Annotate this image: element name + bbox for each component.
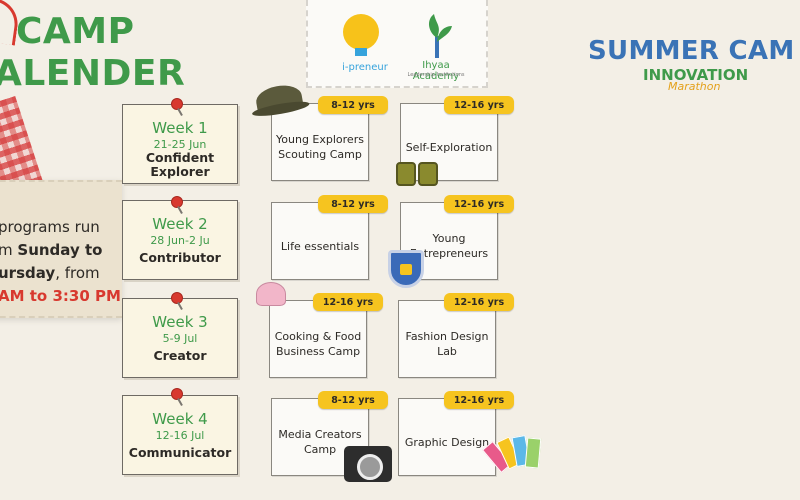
program-card: Life essentials <box>271 202 369 280</box>
chef-hat-icon <box>256 282 286 306</box>
program-card: Cooking & Food Business Camp <box>269 300 367 378</box>
age-badge: 8-12 yrs <box>318 391 388 409</box>
program-card: Fashion Design Lab <box>398 300 496 378</box>
program-title: Fashion Design Lab <box>405 330 489 358</box>
ihyaa-logo-text: Ihyaa Academy <box>412 60 460 82</box>
week-card-1: Week 1 21-25 Jun Confident Explorer <box>122 104 238 184</box>
week-card-4: Week 4 12-16 Jul Communicator <box>122 395 238 475</box>
pushpin-icon <box>171 388 183 400</box>
program-title: Life essentials <box>280 239 360 253</box>
week-label: Week 4 <box>152 410 208 428</box>
program-card: Self-Exploration <box>400 103 498 181</box>
week-theme: Confident Explorer <box>145 150 215 179</box>
note-line3-bold: ursday <box>0 264 56 282</box>
week-label: Week 1 <box>152 119 208 137</box>
program-title: Self-Exploration <box>405 140 493 154</box>
age-badge: 12-16 yrs <box>444 293 514 311</box>
week-dates: 28 Jun-2 Ju <box>150 234 210 247</box>
innovation-subtitle: INNOVATION <box>643 66 749 84</box>
program-title: Media Creators Camp <box>278 428 362 456</box>
note-line3-post: , from <box>55 264 100 282</box>
age-badge: 8-12 yrs <box>318 195 388 213</box>
program-title: Young Explorers Scouting Camp <box>276 133 364 161</box>
logo-card <box>306 0 488 88</box>
week-theme: Contributor <box>139 250 221 265</box>
program-title: Young Entrepreneurs <box>409 232 489 260</box>
week-theme: Creator <box>153 348 207 363</box>
marathon-script: Marathon <box>668 80 721 93</box>
week-dates: 12-16 Jul <box>155 429 205 442</box>
note-line2-pre: m <box>0 241 13 259</box>
binoculars-icon <box>396 162 442 186</box>
week-card-2: Week 2 28 Jun-2 Ju Contributor <box>122 200 238 280</box>
age-badge: 12-16 yrs <box>313 293 383 311</box>
week-theme: Communicator <box>128 445 232 460</box>
ihyaa-logo-subtext: Leadership Institutions <box>407 72 465 78</box>
program-card: Young Explorers Scouting Camp <box>271 103 369 181</box>
lock-shield-icon <box>388 250 424 288</box>
note-line2: m Sunday to <box>0 239 128 262</box>
pushpin-icon <box>171 292 183 304</box>
age-badge: 8-12 yrs <box>318 96 388 114</box>
week-dates: 5-9 Jul <box>162 332 198 345</box>
schedule-note <box>0 180 122 318</box>
summer-camp-title: SUMMER CAM <box>588 36 795 66</box>
age-badge: 12-16 yrs <box>444 391 514 409</box>
note-hours: AM to 3:30 PM <box>0 287 121 305</box>
pushpin-icon <box>171 98 183 110</box>
week-label: Week 3 <box>152 313 208 331</box>
page-title-line1: CAMP <box>16 11 135 52</box>
lightbulb-logo-icon <box>343 14 379 56</box>
week-label: Week 2 <box>152 215 208 233</box>
program-title: Graphic Design <box>404 435 490 449</box>
age-badge: 12-16 yrs <box>444 195 514 213</box>
note-line3: ursday, from <box>0 262 128 285</box>
week-card-3: Week 3 5-9 Jul Creator <box>122 298 238 378</box>
note-line1: programs run <box>0 218 100 236</box>
pushpin-icon <box>171 196 183 208</box>
page-title-line2: ALENDER <box>0 53 186 94</box>
schedule-note-text: programs run m Sunday to ursday, from AM… <box>0 216 128 308</box>
camera-icon <box>344 446 392 482</box>
program-title: Cooking & Food Business Camp <box>274 330 362 358</box>
program-card: Graphic Design <box>398 398 496 476</box>
week-dates: 21-25 Jun <box>153 138 207 151</box>
tree-logo-icon <box>428 14 452 58</box>
note-line2-bold: Sunday to <box>17 241 103 259</box>
age-badge: 12-16 yrs <box>444 96 514 114</box>
ipreneur-logo-text: i-preneur <box>342 62 388 73</box>
